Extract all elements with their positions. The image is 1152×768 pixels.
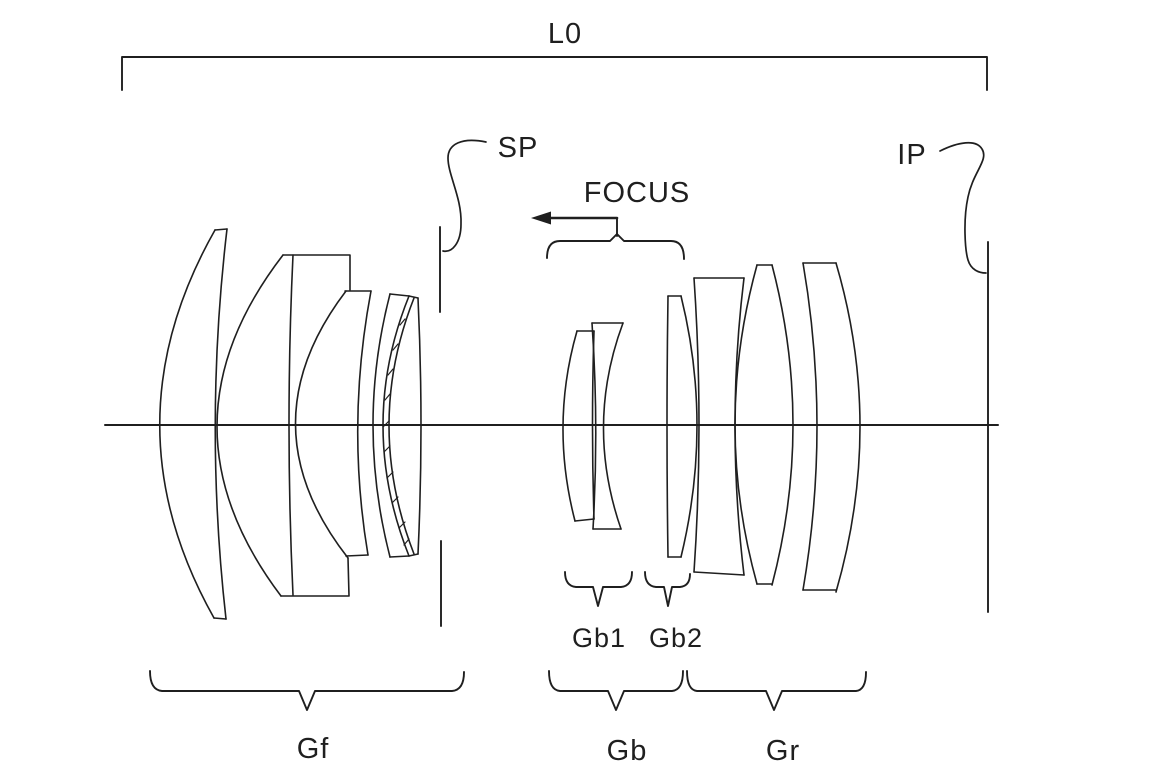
gf-brace [149, 670, 465, 711]
sub-group-annotations: Gb1 Gb2 [564, 571, 703, 653]
gb1-brace [564, 571, 633, 607]
label-gr: Gr [766, 735, 800, 767]
gb1-lensB-outline [591, 322, 624, 530]
gb2-lens-outline [667, 295, 682, 558]
gr-lens2-rear-surface [771, 264, 794, 586]
gf-lens4-rear-surface [382, 295, 410, 557]
label-ip: IP [897, 139, 926, 171]
cemented-surface-hatching [382, 318, 410, 546]
gf-lens1-front-surface [159, 229, 216, 619]
gr-lens1-outline [693, 277, 745, 576]
gb1-lensB-rear-surface [602, 322, 624, 530]
gr-brace [686, 670, 867, 711]
front-group-lenses [159, 228, 422, 620]
gr-lens3-outline [802, 262, 837, 591]
gf-lens2-cement-flat-surface [288, 254, 294, 596]
gb1-lensB-front-surface [591, 322, 597, 530]
gr-lens3-front-surface [802, 262, 818, 591]
label-gb1: Gb1 [572, 623, 626, 653]
gr-lens1-front-surface [693, 277, 700, 573]
ip-leader-line [939, 142, 987, 274]
image-plane: IP [897, 139, 989, 613]
gf-lens2-front-surface [216, 254, 284, 597]
gr-lens2-outline [756, 264, 773, 585]
aperture-stop: SP [439, 132, 539, 627]
gf-lens5-front-surface [388, 297, 415, 555]
gb1-lensA-outline [574, 330, 595, 522]
rear-group-lenses [693, 262, 861, 593]
gb2-lens-front-surface [666, 295, 669, 558]
label-gb2: Gb2 [649, 623, 703, 653]
label-gb: Gb [607, 735, 648, 767]
gb2-lens-rear-surface [680, 295, 698, 558]
gf-lens1-edges [213, 228, 228, 620]
gr-lens3-rear-surface [835, 262, 861, 593]
l0-bracket-line [121, 56, 988, 91]
middle-group-lenses [562, 295, 698, 558]
group-annotations: Gf Gb Gr [149, 670, 867, 767]
focus-annotation: FOCUS [531, 177, 691, 260]
focus-arrowhead-icon [531, 211, 551, 225]
gr-lens2-front-surface [734, 264, 758, 585]
gr-lens1-rear-surface [734, 277, 745, 576]
overall-system-bracket: L0 [121, 18, 988, 91]
label-focus: FOCUS [584, 177, 691, 209]
label-l0: L0 [548, 18, 582, 50]
gf-lens2-cement-curved-surface [294, 290, 349, 559]
gb2-brace [644, 571, 691, 607]
gf-lens5-outline [408, 295, 419, 557]
label-gf: Gf [297, 733, 330, 765]
gf-lens5-rear-surface [417, 297, 422, 555]
gf-lens3-outline [344, 290, 372, 557]
focus-brace [546, 233, 685, 260]
gf-lens1-rear-surface [214, 228, 228, 620]
gb-brace [548, 670, 684, 711]
gb1-lensA-front-surface [562, 330, 578, 522]
gf-lens4-outline [389, 293, 410, 558]
sp-leader-line [442, 139, 487, 253]
gf-lens4-front-surface [372, 293, 391, 558]
gf-lens3-rear-surface [356, 290, 372, 556]
gf-lens2-outline [280, 254, 351, 597]
label-sp: SP [498, 132, 539, 164]
